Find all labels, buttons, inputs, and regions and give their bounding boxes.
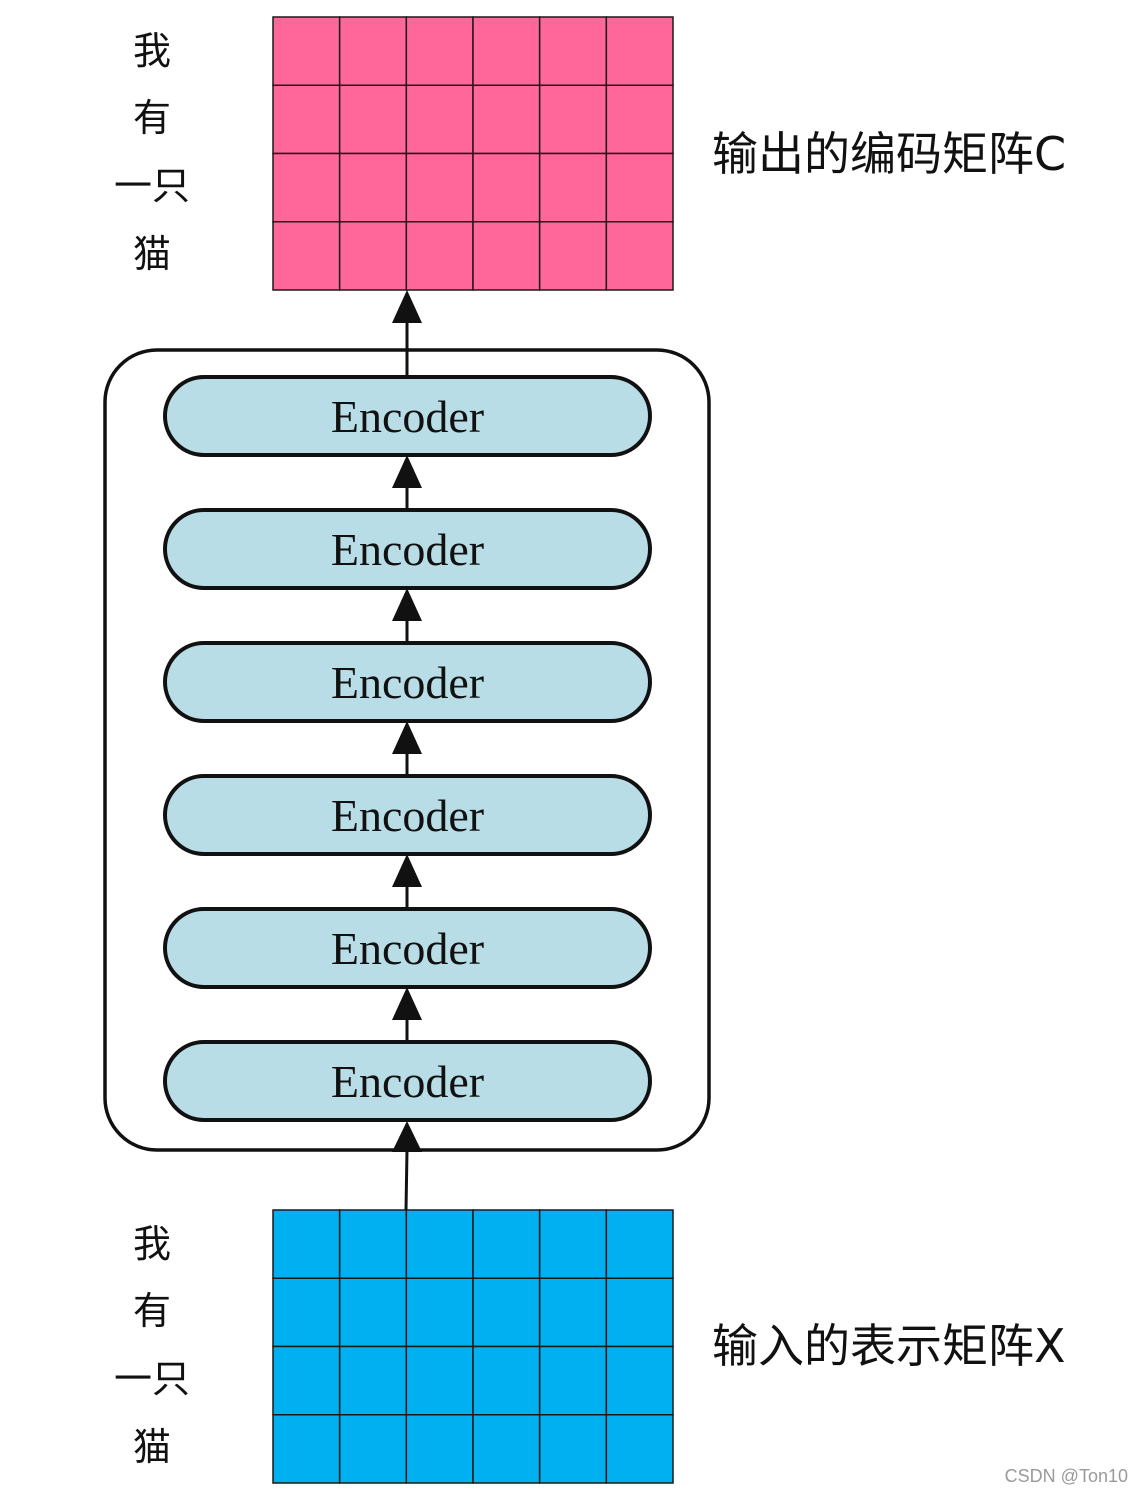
output-word-2: 有: [133, 96, 171, 140]
output-matrix-cell: [338, 221, 408, 291]
encoder-block-label: Encoder: [331, 923, 484, 974]
output-matrix-cell: [338, 16, 408, 86]
input-matrix-caption: 输入的表示矩阵X: [712, 1319, 1066, 1373]
input-word-2: 有: [133, 1289, 171, 1333]
input-matrix-cell: [405, 1414, 474, 1484]
encoder-block: Encoder: [163, 375, 652, 457]
input-matrix-cell: [605, 1414, 674, 1484]
output-word-3: 一只: [114, 164, 190, 208]
output-matrix-cell: [538, 221, 608, 291]
input-matrix-cell: [472, 1277, 541, 1348]
input-matrix-cell: [272, 1414, 341, 1484]
output-matrix-cell: [272, 152, 341, 223]
output-matrix-cell: [405, 221, 474, 291]
input-matrix-cell: [605, 1277, 674, 1348]
output-matrix-cell: [272, 16, 341, 86]
input-matrix-cell: [405, 1277, 474, 1348]
encoder-stack: EncoderEncoderEncoderEncoderEncoderEncod…: [163, 375, 652, 1122]
input-matrix-cell: [272, 1277, 341, 1348]
input-matrix-grid: [272, 1209, 674, 1484]
output-matrix: 我 有 一只 猫 输出的编码矩阵C: [114, 16, 1066, 291]
input-matrix-cell: [538, 1345, 608, 1416]
input-matrix-cell: [472, 1414, 541, 1484]
output-matrix-cell: [472, 84, 541, 155]
input-matrix-cell: [272, 1209, 341, 1279]
input-matrix-cell: [605, 1209, 674, 1279]
encoder-arrow: [392, 987, 422, 1042]
input-matrix-cell: [605, 1345, 674, 1416]
output-matrix-cell: [605, 152, 674, 223]
input-matrix-cell: [538, 1209, 608, 1279]
input-matrix-cell: [338, 1414, 408, 1484]
output-matrix-cell: [605, 16, 674, 86]
encoder-block: Encoder: [163, 1040, 652, 1122]
encoder-block: Encoder: [163, 508, 652, 590]
input-matrix-cell: [472, 1209, 541, 1279]
output-matrix-cell: [338, 84, 408, 155]
output-matrix-cell: [605, 221, 674, 291]
encoder-block-label: Encoder: [331, 1056, 484, 1107]
encoder-arrow: [392, 721, 422, 776]
output-matrix-cell: [405, 16, 474, 86]
output-matrix-cell: [472, 152, 541, 223]
input-matrix-cell: [538, 1414, 608, 1484]
input-matrix: 我 有 一只 猫 输入的表示矩阵X: [114, 1209, 1066, 1484]
input-word-3: 一只: [114, 1357, 190, 1401]
encoder-block-label: Encoder: [331, 657, 484, 708]
arrow-to-output: [392, 290, 422, 378]
output-matrix-cell: [272, 221, 341, 291]
encoder-block-shape: [163, 375, 652, 457]
output-matrix-cell: [538, 84, 608, 155]
output-matrix-grid: [272, 16, 674, 291]
watermark: CSDN @Ton10: [1005, 1466, 1128, 1486]
input-matrix-cell: [338, 1277, 408, 1348]
arrow-from-input: [392, 1121, 422, 1211]
encoder-block-label: Encoder: [331, 790, 484, 841]
output-matrix-cell: [605, 84, 674, 155]
encoder-block: Encoder: [163, 907, 652, 989]
output-word-4: 猫: [133, 232, 171, 276]
output-matrix-cell: [472, 221, 541, 291]
output-matrix-cell: [272, 84, 341, 155]
output-matrix-words: 我 有 一只 猫: [114, 29, 190, 276]
input-matrix-cell: [472, 1345, 541, 1416]
output-matrix-cell: [405, 84, 474, 155]
input-matrix-cell: [338, 1209, 408, 1279]
input-matrix-cell: [538, 1277, 608, 1348]
output-matrix-cell: [538, 152, 608, 223]
input-word-4: 猫: [133, 1425, 171, 1469]
output-matrix-cell: [472, 16, 541, 86]
encoder-block-label: Encoder: [331, 391, 484, 442]
input-matrix-cell: [338, 1345, 408, 1416]
output-matrix-cell: [538, 16, 608, 86]
output-matrix-caption: 输出的编码矩阵C: [712, 127, 1066, 181]
encoder-block-label: Encoder: [331, 524, 484, 575]
input-matrix-cell: [405, 1209, 474, 1279]
encoder-block: Encoder: [163, 774, 652, 856]
input-matrix-cell: [405, 1345, 474, 1416]
encoder-block: Encoder: [163, 641, 652, 723]
encoder-arrow: [392, 854, 422, 909]
output-matrix-cell: [338, 152, 408, 223]
encoder-arrow: [392, 455, 422, 510]
input-matrix-words: 我 有 一只 猫: [114, 1222, 190, 1469]
input-matrix-cell: [272, 1345, 341, 1416]
encoder-arrow: [392, 588, 422, 643]
output-word-1: 我: [133, 29, 171, 73]
output-matrix-cell: [405, 152, 474, 223]
input-word-1: 我: [133, 1222, 171, 1266]
